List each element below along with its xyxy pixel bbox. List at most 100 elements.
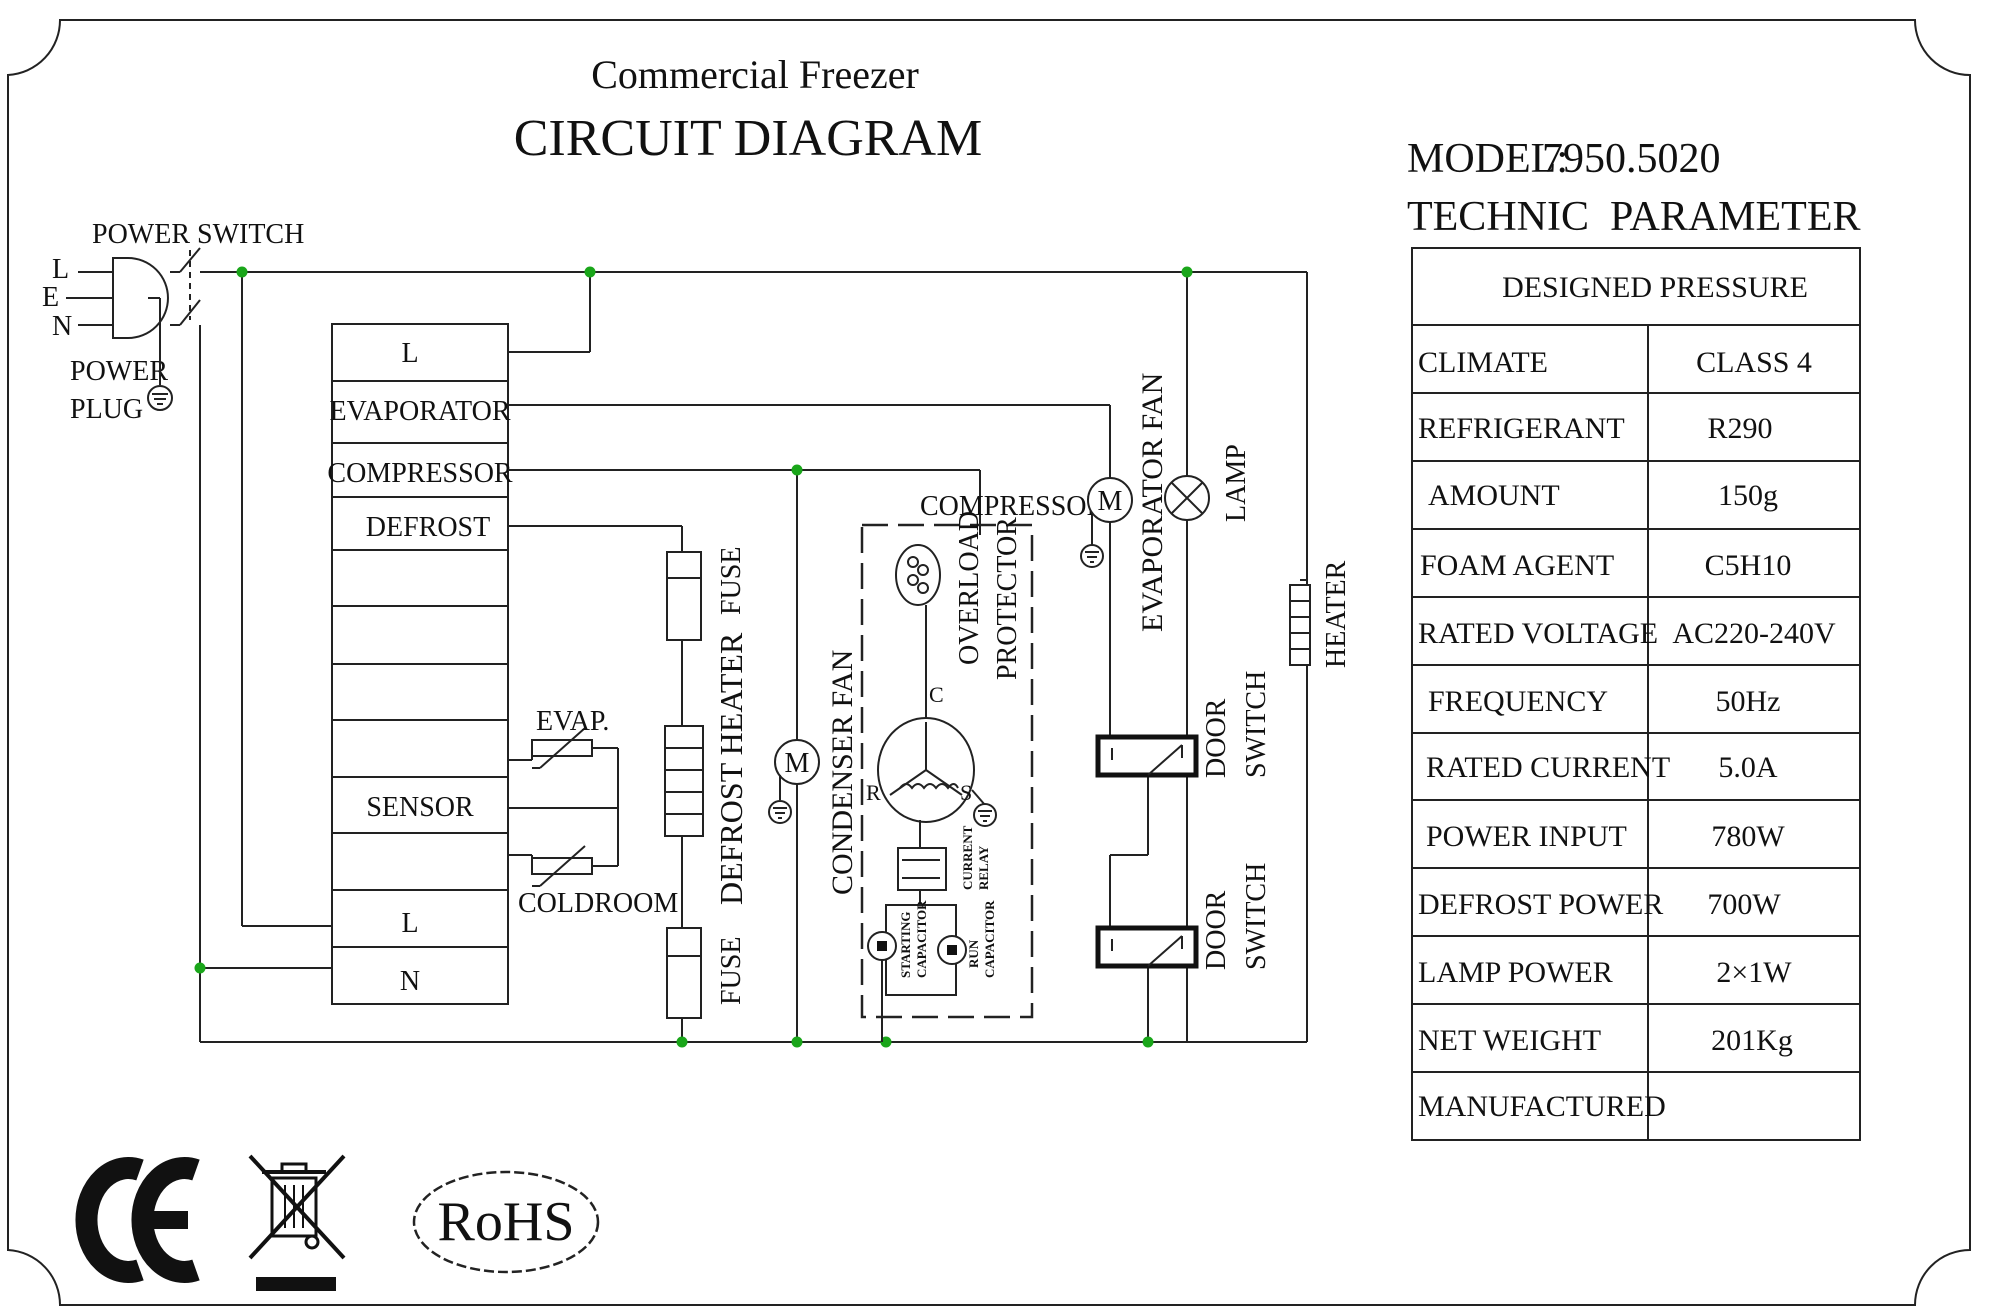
defrost-heater-label: DEFROST HEATER bbox=[713, 632, 749, 905]
evaporator-fan-ground bbox=[1080, 515, 1104, 568]
power-switch-label: POWER SWITCH bbox=[92, 219, 304, 250]
evap-sensor-symbol bbox=[531, 727, 593, 769]
row-value: C5H10 bbox=[1705, 549, 1792, 582]
row-label: LAMP POWER bbox=[1418, 956, 1613, 989]
lamp-symbol bbox=[1164, 475, 1210, 521]
current-relay-symbol bbox=[897, 820, 947, 905]
door-switch-2-label-a: DOOR bbox=[1201, 890, 1232, 970]
compressor-assembly-box bbox=[860, 523, 1034, 1019]
current-relay-label-2: RELAY bbox=[976, 845, 991, 890]
overload-label: OVERLOAD bbox=[954, 511, 985, 665]
power-switch-symbol bbox=[170, 247, 240, 326]
run-cap-label-2: CAPACITOR bbox=[982, 900, 997, 978]
row-label: FOAM AGENT bbox=[1420, 549, 1614, 582]
ground-symbol bbox=[147, 385, 173, 411]
controller-evaporator: EVAPORATOR bbox=[329, 396, 510, 427]
rohs-logo: RoHS bbox=[412, 1170, 600, 1274]
row-label: CLIMATE bbox=[1418, 346, 1548, 379]
parameter-table bbox=[1411, 247, 1861, 1141]
ce-mark-logo bbox=[75, 1157, 200, 1283]
row-label: REFRIGERANT bbox=[1418, 412, 1625, 445]
row-value: AC220-240V bbox=[1672, 617, 1836, 650]
svg-text:RoHS: RoHS bbox=[438, 1191, 575, 1253]
row-label: FREQUENCY bbox=[1428, 685, 1608, 718]
diagram-title: CIRCUIT DIAGRAM bbox=[514, 110, 983, 167]
power-label: POWER bbox=[70, 356, 168, 387]
fuse-top-symbol bbox=[666, 551, 702, 641]
condenser-fan-ground bbox=[768, 775, 792, 824]
evaporator-fan-label: EVAPORATOR FAN bbox=[1136, 373, 1169, 632]
row-label: DEFROST POWER bbox=[1418, 888, 1663, 921]
technic-parameter-heading: TECHNIC PARAMETER bbox=[1407, 194, 1861, 240]
door-switch-2-label-b: SWITCH bbox=[1241, 863, 1272, 970]
row-value: 150g bbox=[1718, 479, 1778, 512]
row-label: NET WEIGHT bbox=[1418, 1024, 1601, 1057]
power-plug-symbol bbox=[66, 257, 169, 385]
lamp-label: LAMP bbox=[1221, 444, 1252, 522]
door-switch-1-symbol bbox=[1095, 734, 1199, 778]
row-value: 5.0A bbox=[1718, 751, 1778, 784]
row-value: 2×1W bbox=[1716, 956, 1792, 989]
condenser-fan-motor: M bbox=[774, 739, 820, 785]
row-value: R290 bbox=[1707, 412, 1772, 445]
condenser-fan-label: CONDENSER FAN bbox=[826, 650, 859, 895]
door-switch-2-symbol bbox=[1095, 925, 1199, 969]
compressor-ground bbox=[971, 789, 997, 827]
starting-capacitor-symbol bbox=[867, 904, 967, 996]
row-label: RATED CURRENT bbox=[1426, 751, 1670, 784]
svg-text:M: M bbox=[785, 748, 810, 779]
row-value: 700W bbox=[1707, 888, 1781, 921]
fuse-top-label: FUSE bbox=[716, 547, 747, 615]
controller-l-bottom: L bbox=[401, 908, 418, 939]
evaporator-fan-motor: M bbox=[1087, 477, 1133, 523]
controller-block bbox=[331, 323, 509, 1005]
controller-n: N bbox=[400, 966, 420, 997]
defrost-heater-symbol bbox=[664, 725, 704, 837]
heater-symbol bbox=[1289, 584, 1311, 666]
plug-e-label: E bbox=[42, 282, 59, 313]
controller-compressor: COMPRESSOR bbox=[327, 458, 513, 489]
overload-protector-symbol bbox=[895, 544, 941, 606]
compressor-motor-symbol bbox=[877, 605, 975, 823]
svg-text:M: M bbox=[1098, 486, 1123, 517]
model-value: 7950.5020 bbox=[1542, 136, 1721, 182]
coldroom-sensor-symbol bbox=[531, 845, 593, 887]
junction-nodes bbox=[194, 266, 1193, 1048]
row-value: CLASS 4 bbox=[1696, 346, 1812, 379]
controller-defrost: DEFROST bbox=[366, 512, 490, 543]
starting-cap-label-1: STARTING bbox=[898, 912, 913, 979]
plug-label: PLUG bbox=[70, 394, 143, 425]
controller-sensor: SENSOR bbox=[366, 792, 474, 823]
row-label: RATED VOLTAGE bbox=[1418, 617, 1658, 650]
controller-l-top: L bbox=[401, 338, 418, 369]
door-switch-1-label-a: DOOR bbox=[1201, 698, 1232, 778]
starting-cap-label-2: CAPACITOR bbox=[914, 900, 929, 978]
protector-label: PROTECTOR bbox=[992, 517, 1023, 680]
heater-label: HEATER bbox=[1321, 560, 1352, 668]
row-value: 50Hz bbox=[1716, 685, 1781, 718]
terminal-r-label: R bbox=[866, 780, 881, 805]
terminal-s-label: S bbox=[960, 780, 972, 805]
row-label: POWER INPUT bbox=[1426, 820, 1627, 853]
row-value: 780W bbox=[1711, 820, 1785, 853]
coldroom-sensor-label: COLDROOM bbox=[518, 888, 678, 919]
row-label: AMOUNT bbox=[1428, 479, 1560, 512]
row-value: 201Kg bbox=[1711, 1024, 1793, 1057]
fuse-bottom-symbol bbox=[666, 927, 702, 1019]
evap-sensor-label: EVAP. bbox=[536, 706, 609, 737]
door-switch-1-label-b: SWITCH bbox=[1241, 671, 1272, 778]
diagram-subtitle: Commercial Freezer bbox=[591, 52, 919, 97]
run-cap-label-1: RUN bbox=[966, 939, 981, 968]
model-label: MODEL: bbox=[1407, 136, 1568, 182]
plug-l-label: L bbox=[52, 254, 69, 285]
outer-frame bbox=[7, 19, 1971, 1306]
row-label: MANUFACTURED bbox=[1418, 1090, 1666, 1123]
table-header: DESIGNED PRESSURE bbox=[1502, 271, 1808, 304]
compressor-label: COMPRESSOR bbox=[920, 491, 1106, 522]
weee-bin-icon bbox=[248, 1154, 346, 1291]
terminal-c-label: C bbox=[929, 682, 944, 707]
fuse-bottom-label: FUSE bbox=[716, 937, 747, 1005]
current-relay-label-1: CURRENT bbox=[960, 825, 975, 890]
plug-n-label: N bbox=[52, 311, 72, 342]
